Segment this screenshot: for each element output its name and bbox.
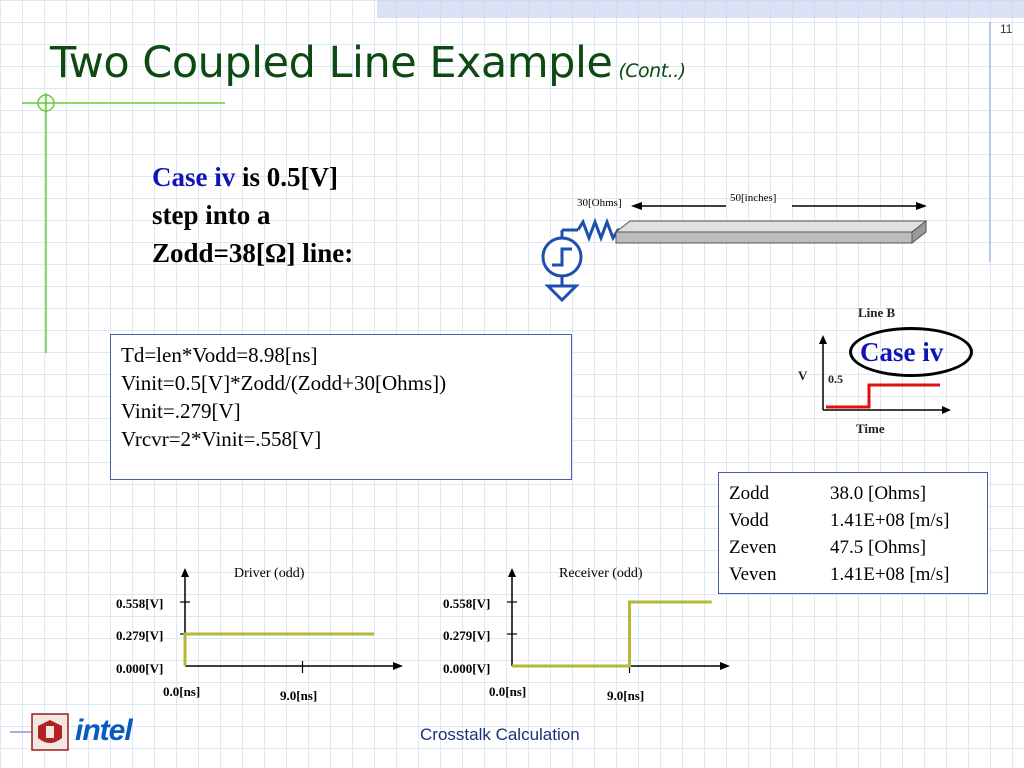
resistor-label: 30[Ohms] xyxy=(577,197,622,209)
line-b-y-arrow xyxy=(819,335,827,344)
driver-xtick: 9.0[ns] xyxy=(280,688,318,703)
param-value: 1.41E+08 [m/s] xyxy=(830,510,950,531)
param-row: Zeven 47.5 [Ohms] xyxy=(729,534,977,561)
receiver-chart xyxy=(507,568,730,673)
line-length-label: 50[inches] xyxy=(730,192,777,204)
line-b-x-arrow xyxy=(942,406,951,414)
line-b-title: Line B xyxy=(858,305,896,320)
intel-logo: intel xyxy=(75,714,133,747)
case-line1-rest: is 0.5[V] xyxy=(235,162,338,192)
ground-icon xyxy=(544,284,580,303)
receiver-chart-title: Receiver (odd) xyxy=(559,566,643,581)
param-name: Veven xyxy=(729,564,777,585)
transmission-line-top xyxy=(614,220,928,233)
receiver-ytick: 0.279[V] xyxy=(443,628,491,643)
slide-number: 11 xyxy=(1000,22,1013,36)
receiver-x-axis-arrow xyxy=(720,662,730,670)
slide-title: Two Coupled Line Example(Cont..) xyxy=(50,38,686,88)
driver-chart-title: Driver (odd) xyxy=(234,566,305,581)
receiver-ytick: 0.558[V] xyxy=(443,596,491,611)
param-row: Veven 1.41E+08 [m/s] xyxy=(729,561,977,588)
receiver-waveform xyxy=(512,600,712,668)
case-highlight: Case iv xyxy=(152,162,236,192)
length-arrow-right-head xyxy=(916,202,927,210)
case-iv-highlight-ellipse xyxy=(849,327,973,377)
param-value: 1.41E+08 [m/s] xyxy=(830,564,950,585)
param-row: Zodd 38.0 [Ohms] xyxy=(729,480,977,507)
param-name: Vodd xyxy=(729,510,769,531)
calc-line: Vinit=0.5[V]*Zodd/(Zodd+30[Ohms]) xyxy=(121,371,447,395)
receiver-ytick: 0.000[V] xyxy=(443,661,491,676)
driver-ytick: 0.558[V] xyxy=(116,596,164,611)
line-b-step-waveform xyxy=(826,383,940,409)
calc-line: Vinit=.279[V] xyxy=(121,399,241,423)
line-b-xlabel: Time xyxy=(856,421,885,436)
stanford-seal-icon xyxy=(10,713,69,751)
parameter-table: Zodd 38.0 [Ohms] Vodd 1.41E+08 [m/s] Zeven… xyxy=(718,472,988,594)
line-b-plot xyxy=(819,335,951,414)
line-b-level-label: 0.5 xyxy=(828,372,843,386)
calc-line: Vrcvr=2*Vinit=.558[V] xyxy=(121,427,322,451)
length-arrow-left-head xyxy=(631,202,642,210)
step-source-symbol xyxy=(552,247,572,267)
driver-waveform xyxy=(183,632,375,666)
line-b-ylabel: V xyxy=(798,368,808,383)
receiver-y-axis-arrow xyxy=(508,568,516,577)
driver-y-axis-arrow xyxy=(181,568,189,577)
case-iv-label: Case iv xyxy=(860,337,944,367)
case-line3: Zodd=38[Ω] line: xyxy=(152,238,354,268)
driver-ytick: 0.279[V] xyxy=(116,628,164,643)
receiver-xtick: 9.0[ns] xyxy=(607,688,645,703)
title-text: Two Coupled Line Example xyxy=(50,38,613,88)
calc-line: Td=len*Vodd=8.98[ns] xyxy=(121,343,318,367)
case-description: Case iv is 0.5[V] step into a Zodd=38[Ω]… xyxy=(152,158,353,272)
driver-x-axis-arrow xyxy=(393,662,403,670)
transmission-line-body xyxy=(615,231,913,244)
slide-footer: Crosstalk Calculation xyxy=(420,725,580,744)
schematic-diagram xyxy=(541,202,928,303)
driver-ytick: 0.000[V] xyxy=(116,661,164,676)
top-banner xyxy=(377,0,1024,18)
crosshair-circle xyxy=(37,94,55,112)
param-name: Zodd xyxy=(729,483,770,504)
param-value: 38.0 [Ohms] xyxy=(830,483,927,504)
driver-xtick: 0.0[ns] xyxy=(163,684,201,699)
param-row: Vodd 1.41E+08 [m/s] xyxy=(729,507,977,534)
param-value: 47.5 [Ohms] xyxy=(830,537,927,558)
transmission-line-end xyxy=(911,219,927,245)
calculation-box: Td=len*Vodd=8.98[ns] Vinit=0.5[V]*Zodd/(… xyxy=(110,334,572,480)
title-subtitle: (Cont..) xyxy=(618,60,686,82)
receiver-xtick: 0.0[ns] xyxy=(489,684,527,699)
param-name: Zeven xyxy=(729,537,777,558)
case-line2: step into a xyxy=(152,200,271,230)
driver-chart xyxy=(180,568,403,673)
